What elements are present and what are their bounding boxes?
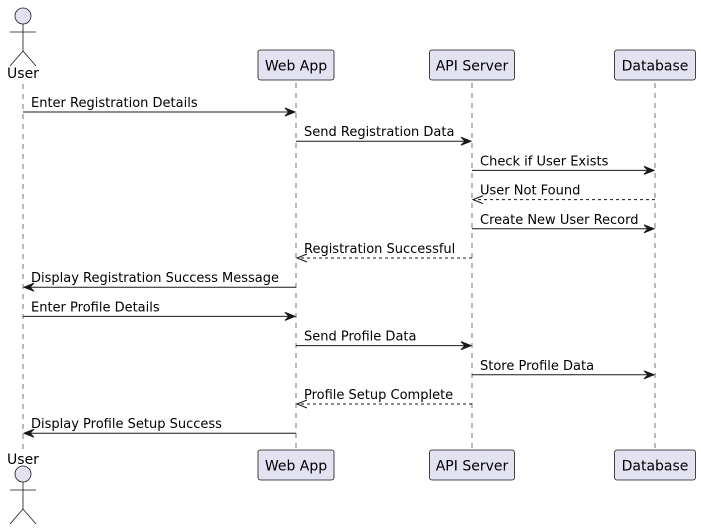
participant-label: API Server (436, 459, 509, 475)
participant-api-top: API Server (429, 49, 515, 81)
arrowhead-icon (284, 311, 297, 321)
message: Enter Registration Details (23, 96, 297, 117)
participant-box (429, 449, 515, 481)
message-label: Display Registration Success Message (31, 271, 279, 286)
arrowhead-icon (471, 195, 484, 205)
participant-box (429, 49, 515, 81)
arrowhead-icon (284, 107, 297, 117)
actor-label: User (7, 66, 39, 82)
participant-box (257, 49, 335, 81)
message-label: Enter Profile Details (31, 300, 160, 315)
message-label: Check if User Exists (480, 154, 609, 169)
arrowhead-icon (643, 370, 656, 380)
participant-box (614, 449, 696, 481)
participant-label: API Server (436, 59, 509, 75)
participant-label: Database (622, 459, 689, 475)
message-label: Enter Registration Details (31, 96, 198, 111)
message: User Not Found (471, 184, 655, 205)
participant-webapp-top: Web App (257, 49, 335, 81)
participants-top: User Web App API Server Database (7, 7, 696, 82)
message: Registration Successful (295, 242, 472, 263)
message-label: Display Profile Setup Success (31, 417, 222, 432)
participant-db-bottom: Database (614, 449, 696, 481)
participant-label: Web App (265, 459, 327, 475)
actor-user-top: User (7, 7, 39, 82)
message: Enter Profile Details (23, 300, 297, 321)
message-label: Registration Successful (304, 242, 455, 257)
message-label: Profile Setup Complete (304, 388, 453, 403)
message-label: User Not Found (480, 184, 580, 199)
actor-label: User (7, 452, 39, 468)
arrowhead-icon (460, 341, 473, 351)
arrowhead-icon (643, 224, 656, 234)
actor-user-bottom: User (7, 452, 39, 525)
arrowhead-icon (22, 282, 35, 292)
participant-box (614, 49, 696, 81)
message: Create New User Record (472, 213, 656, 234)
arrowhead-icon (295, 253, 308, 263)
message-label: Create New User Record (480, 213, 639, 228)
message-label: Send Registration Data (304, 125, 454, 140)
message: Send Registration Data (296, 125, 473, 146)
message: Check if User Exists (472, 154, 656, 175)
participant-label: Web App (265, 59, 327, 75)
message-label: Send Profile Data (304, 330, 416, 345)
participant-label: Database (622, 59, 689, 75)
actor-figure-icon (9, 7, 37, 67)
message-label: Store Profile Data (480, 359, 594, 374)
participant-webapp-bottom: Web App (257, 449, 335, 481)
arrowhead-icon (643, 165, 656, 175)
lifelines (22, 83, 656, 450)
participants-bottom: User Web App API Server Database (7, 449, 696, 525)
participant-api-bottom: API Server (429, 449, 515, 481)
arrowhead-icon (22, 428, 35, 438)
message: Display Registration Success Message (22, 271, 296, 292)
participant-box (257, 449, 335, 481)
message: Send Profile Data (296, 330, 473, 351)
message: Store Profile Data (472, 359, 656, 380)
message: Profile Setup Complete (295, 388, 472, 409)
message: Display Profile Setup Success (22, 417, 296, 438)
actor-figure-icon (9, 465, 37, 525)
arrowhead-icon (295, 399, 308, 409)
participant-db-top: Database (614, 49, 696, 81)
arrowhead-icon (460, 136, 473, 146)
